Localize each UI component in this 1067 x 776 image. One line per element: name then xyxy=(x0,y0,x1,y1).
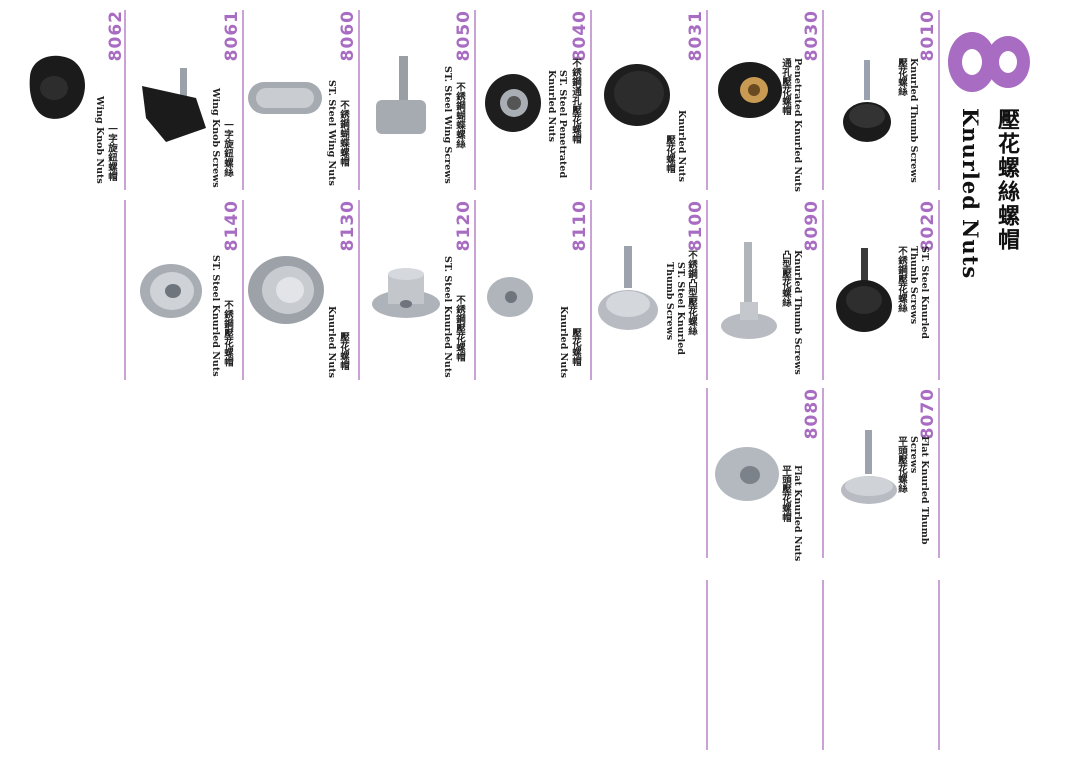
product-label-en: ST. Steel Wing Screws xyxy=(442,66,453,184)
product-label: 平頭壓花螺絲 xyxy=(896,436,907,493)
divider-line xyxy=(242,10,244,190)
product-label: 不銹鋼壓花螺帽 xyxy=(222,300,233,367)
product-label-en: Flat Knurled Nuts xyxy=(792,465,803,562)
small-knurled-nut-image xyxy=(487,277,533,317)
divider-line xyxy=(474,200,476,380)
product-label: 壓花螺帽 xyxy=(664,135,675,173)
divider-line xyxy=(938,388,940,558)
penetrated-knurled-nut-image xyxy=(718,62,782,118)
divider-line xyxy=(358,10,360,190)
divider-line xyxy=(124,200,126,380)
divider-line xyxy=(822,388,824,558)
knurled-nut-large-image xyxy=(248,256,324,324)
product-label: 凸型壓花螺絲 xyxy=(780,250,791,307)
product-code: 8010 xyxy=(918,10,938,62)
product-label: 不銹鋼壓花螺絲 xyxy=(896,246,907,313)
flat-knurled-nut-image xyxy=(715,447,779,501)
product-label: 一字旋鈕螺絲 xyxy=(222,120,233,177)
product-label-en: ST. Steel Penetrated Knurled Nuts xyxy=(546,70,568,179)
product-label-en: Wing Knob Screws xyxy=(210,88,221,188)
product-label-en: Knurled Thumb Screws xyxy=(908,58,919,183)
product-label: 壓花螺帽 xyxy=(570,328,581,366)
product-label: 不銹鋼壓花螺帽 xyxy=(454,295,465,362)
product-code: 8030 xyxy=(802,10,822,62)
st-steel-wing-screw-image xyxy=(376,56,426,134)
chapter-number-graphic xyxy=(948,32,1030,92)
divider-line xyxy=(822,200,824,380)
st-steel-knurled-thumb-screw-image xyxy=(598,246,658,330)
divider-line xyxy=(242,200,244,380)
product-code: 8110 xyxy=(570,200,590,252)
flat-thumb-screw-image xyxy=(841,430,897,504)
product-code: 8120 xyxy=(454,200,474,252)
product-label-en: Knurled Nuts xyxy=(558,306,569,379)
product-label: 平頭壓花螺帽 xyxy=(780,465,791,522)
thumb-screw-image xyxy=(843,60,891,142)
product-label-en: Knurled Nuts xyxy=(326,306,337,379)
divider-line xyxy=(590,10,592,190)
product-code: 8140 xyxy=(222,200,242,252)
product-code: 8062 xyxy=(106,10,126,62)
divider-line xyxy=(706,580,708,750)
product-code: 8070 xyxy=(918,388,938,440)
product-label: 一字旋鈕螺帽 xyxy=(106,124,117,181)
product-code: 8090 xyxy=(802,200,822,252)
divider-line xyxy=(938,200,940,380)
product-code: 8020 xyxy=(918,200,938,252)
product-label: 壓花螺帽 xyxy=(338,332,349,370)
knurled-thumb-screw-image xyxy=(721,242,777,339)
st-steel-knurled-nut-image xyxy=(372,268,440,318)
divider-line xyxy=(706,200,708,380)
st-steel-knurled-nut-flat-image xyxy=(140,264,202,318)
product-code: 8130 xyxy=(338,200,358,252)
product-label-en: Penetrated Knurled Nuts xyxy=(792,58,803,192)
product-label-en: Knurled Thumb Screws xyxy=(792,250,803,375)
chapter-title-en: Knurled Nuts xyxy=(958,108,983,280)
chapter-title-zh: 壓花螺絲螺帽 xyxy=(994,108,1019,252)
divider-line xyxy=(706,10,708,190)
divider-line xyxy=(358,200,360,380)
product-code: 8100 xyxy=(686,200,706,252)
product-label: 不銹鋼蝴蝶螺帽 xyxy=(338,100,349,167)
divider-line xyxy=(474,10,476,190)
product-label-en: ST. Steel Knurled Nuts xyxy=(210,255,221,377)
product-label-en: ST. Steel Wing Nuts xyxy=(326,80,337,186)
divider-line xyxy=(822,580,824,750)
product-code: 8050 xyxy=(454,10,474,62)
knurled-nut-image xyxy=(604,64,670,126)
divider-line xyxy=(706,388,708,558)
divider-line xyxy=(124,10,126,190)
thumb-screw-image xyxy=(836,248,892,332)
wing-knob-nut-image xyxy=(29,55,86,119)
product-label: 不銹鋼蝴蝶螺絲 xyxy=(454,82,465,149)
product-code: 8031 xyxy=(686,10,706,62)
divider-line xyxy=(822,10,824,190)
product-label: 不銹鋼通孔壓花螺帽 xyxy=(570,58,581,144)
product-code: 8060 xyxy=(338,10,358,62)
st-steel-wing-nut-image xyxy=(248,82,322,114)
product-code: 8080 xyxy=(802,388,822,440)
product-label: 不銹鋼凸型壓花螺絲 xyxy=(686,250,697,336)
product-label-en: Knurled Nuts xyxy=(676,110,687,183)
product-label-en: ST. Steel Knurled Thumb Screws xyxy=(908,246,930,339)
product-label-en: Wing Knob Nuts xyxy=(94,96,105,184)
product-label: 壓花螺絲 xyxy=(896,58,907,96)
product-code: 8040 xyxy=(570,10,590,62)
product-code: 8061 xyxy=(222,10,242,62)
st-steel-penetrated-knurled-nut-image xyxy=(485,74,541,132)
divider-line xyxy=(590,200,592,380)
divider-line xyxy=(938,10,940,190)
product-label-en: Flat Knurled Thumb Screws xyxy=(908,436,930,545)
product-label-en: ST. Steel Knurled Thumb Screws xyxy=(664,262,686,355)
wing-knob-screw-image xyxy=(142,68,206,142)
divider-line xyxy=(938,580,940,750)
product-label: 通孔壓花螺帽 xyxy=(780,58,791,115)
product-label-en: ST. Steel Knurled Nuts xyxy=(442,256,453,378)
